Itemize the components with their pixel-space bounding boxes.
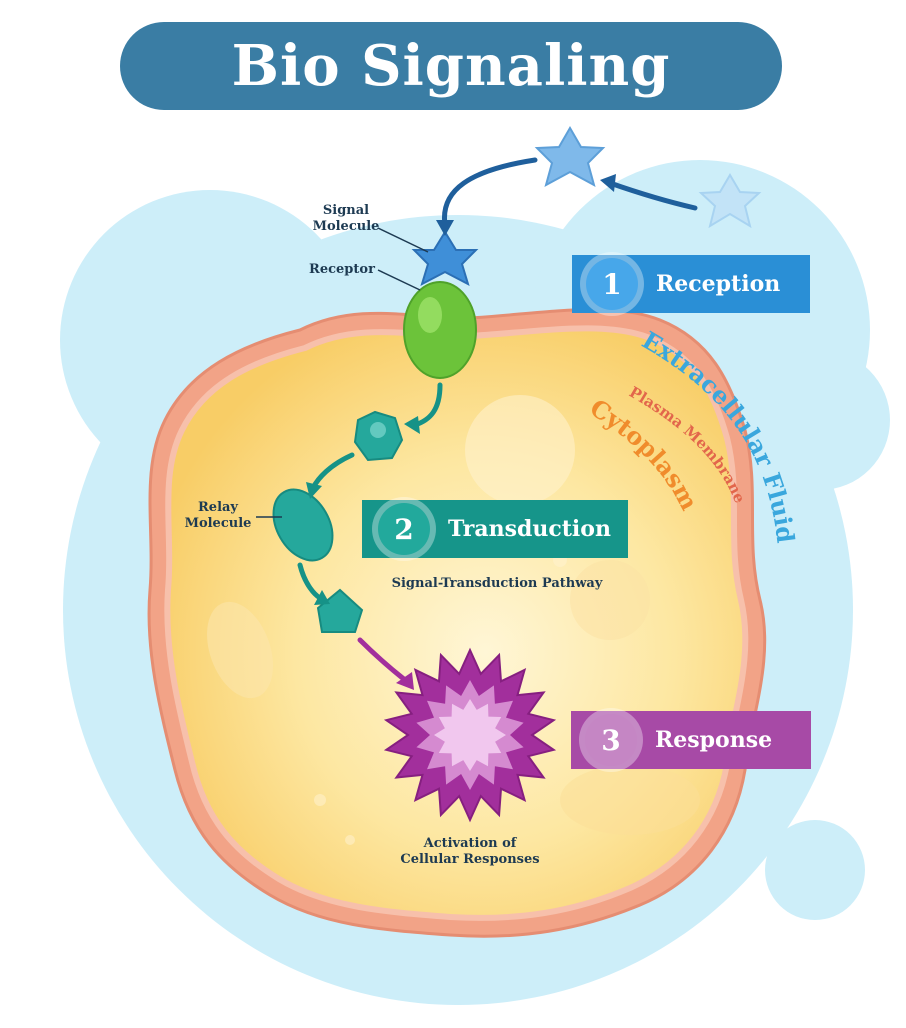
- step-number-2: 2: [378, 503, 430, 555]
- step-label-reception: Reception: [656, 271, 781, 297]
- title-banner: Bio Signaling: [120, 22, 782, 110]
- activation-label: Activation of Cellular Responses: [400, 836, 540, 867]
- relay-molecule-label: Relay Molecule: [184, 500, 252, 531]
- relay-molecule-hexagon: [353, 410, 404, 462]
- step-reception: 1 Reception: [572, 255, 810, 313]
- step-label-transduction: Transduction: [448, 516, 611, 542]
- signal-arrow-1: [441, 157, 538, 228]
- page-title: Bio Signaling: [231, 33, 671, 99]
- step-transduction: 2 Transduction: [362, 500, 628, 558]
- signal-arrow-2: [607, 180, 698, 211]
- receptor-shape: [403, 281, 477, 379]
- step-number-3: 3: [585, 714, 637, 766]
- pathway-label: Signal-Transduction Pathway: [391, 576, 603, 591]
- signal-molecule-star: [411, 230, 479, 286]
- relay-molecule-triangle: [316, 588, 364, 633]
- step-label-response: Response: [655, 727, 773, 753]
- step-response: 3 Response: [571, 711, 811, 769]
- organelles: [207, 395, 700, 845]
- relay-molecule-oval: [272, 488, 334, 562]
- signal-molecule-label: Signal Molecule: [312, 203, 380, 234]
- step-number-1: 1: [586, 258, 638, 310]
- response-burst: [383, 647, 557, 823]
- incoming-star-1: [534, 126, 606, 187]
- incoming-star-2: [698, 173, 762, 229]
- receptor-label: Receptor: [309, 262, 375, 277]
